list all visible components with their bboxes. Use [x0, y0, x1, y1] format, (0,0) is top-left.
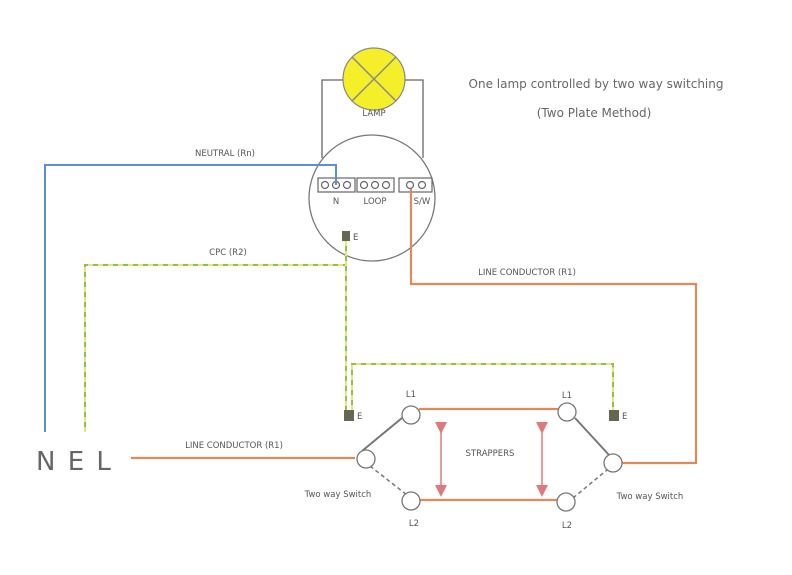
rose-earth-label: E [353, 233, 358, 243]
right-switch-earth-terminal [609, 410, 619, 421]
line-conductor-switch-wire [409, 189, 698, 465]
cpc-label: CPC (R2) [209, 248, 247, 258]
right-switch-caption: Two way Switch [616, 492, 684, 502]
lamp-label: LAMP [362, 109, 385, 119]
strappers-label: STRAPPERS [466, 449, 515, 459]
terminal-label-sw: S/W [414, 197, 431, 207]
left-switch-l1-label: L1 [406, 390, 416, 400]
strapper-wires [419, 407, 558, 502]
cpc-wire [84, 241, 614, 432]
left-switch-l2-label: L2 [409, 519, 419, 529]
line-conductor-top-label: LINE CONDUCTOR (R1) [478, 268, 576, 278]
terminal-label-n: N [333, 197, 339, 207]
neutral-label: NEUTRAL (Rn) [195, 149, 255, 159]
diagram-title: One lamp controlled by two way switching [469, 77, 724, 91]
left-two-way-switch [356, 405, 421, 511]
diagram-subtitle: (Two Plate Method) [537, 106, 652, 120]
line-conductor-bottom-label: LINE CONDUCTOR (R1) [185, 441, 283, 451]
rose-earth-terminal [342, 231, 350, 241]
strapper-arrows [435, 422, 548, 497]
terminal-block-sw [398, 177, 433, 193]
left-switch-caption: Two way Switch [304, 490, 372, 500]
terminal-label-loop: LOOP [364, 197, 387, 207]
right-switch-earth-label: E [622, 412, 627, 422]
right-switch-l1-label: L1 [562, 391, 572, 401]
left-switch-earth-label: E [357, 412, 362, 422]
right-switch-l2-label: L2 [562, 521, 572, 531]
left-switch-earth-terminal [344, 410, 354, 421]
supply-label: N E L [36, 447, 113, 477]
lamp-flex [321, 79, 424, 158]
right-two-way-switch [556, 402, 623, 512]
lamp [342, 47, 406, 111]
neutral-wire [44, 164, 337, 432]
